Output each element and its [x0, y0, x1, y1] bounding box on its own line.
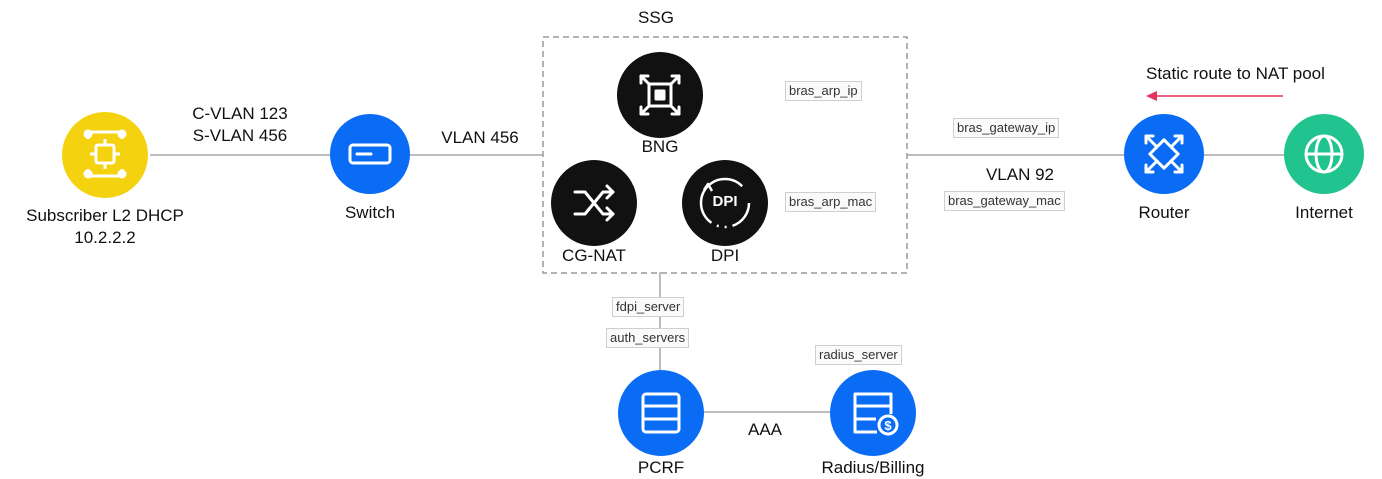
vlan-92-label: VLAN 92 [985, 165, 1055, 184]
switch-node[interactable] [330, 114, 410, 194]
pcrf-label: PCRF [637, 458, 685, 477]
subscriber-ip: 10.2.2.2 [74, 228, 136, 247]
bras-arp-mac-tag: bras_arp_mac [785, 192, 877, 212]
cgnat-label: CG-NAT [562, 246, 626, 265]
fdpi-server-tag: fdpi_server [612, 297, 685, 317]
router-icon [1144, 134, 1184, 174]
globe-icon [1304, 134, 1344, 174]
dpi-label: DPI [710, 246, 740, 265]
bng-node[interactable] [617, 52, 703, 138]
billing-server-icon: $ [853, 392, 899, 436]
dpi-node[interactable]: DPI [682, 160, 768, 246]
static-route-arrowhead [1146, 91, 1157, 101]
dpi-badge: DPI [712, 193, 738, 210]
billing-label: Radius/Billing [821, 458, 925, 477]
auth-servers-tag: auth_servers [606, 328, 690, 348]
bng-icon [639, 74, 681, 116]
cgnat-node[interactable] [551, 160, 637, 246]
internet-node[interactable] [1284, 114, 1364, 194]
router-node[interactable] [1124, 114, 1204, 194]
ssg-boundary [542, 36, 908, 274]
svlan-label: S-VLAN 456 [192, 126, 288, 145]
shuffle-icon [573, 184, 615, 222]
cvlan-label: C-VLAN 123 [192, 104, 288, 123]
svg-text:$: $ [884, 418, 892, 433]
switch-label: Switch [344, 203, 396, 222]
switch-icon [348, 143, 392, 165]
router-label: Router [1138, 203, 1190, 222]
bng-label: BNG [641, 137, 679, 156]
ssg-title: SSG [638, 8, 674, 27]
aaa-label: AAA [747, 420, 783, 439]
subscriber-node[interactable] [62, 112, 148, 198]
radius-server-tag: radius_server [815, 345, 902, 365]
bras-gateway-mac-tag: bras_gateway_mac [944, 191, 1065, 211]
billing-node[interactable]: $ [830, 370, 916, 456]
vlan-456-label: VLAN 456 [441, 128, 519, 147]
subscriber-label: Subscriber L2 DHCP [26, 206, 184, 225]
server-icon [641, 392, 681, 434]
bras-gateway-ip-tag: bras_gateway_ip [953, 118, 1060, 138]
pcrf-node[interactable] [618, 370, 704, 456]
subscriber-network-icon [83, 129, 127, 179]
internet-label: Internet [1295, 203, 1353, 222]
static-route-label: Static route to NAT pool [1146, 64, 1325, 83]
dpi-icon [699, 177, 751, 229]
bras-arp-ip-tag: bras_arp_ip [785, 81, 862, 101]
